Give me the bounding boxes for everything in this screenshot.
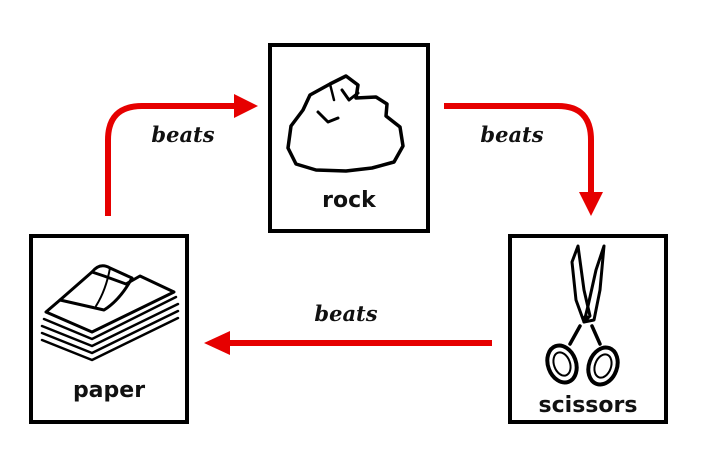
edge-label-paper-beats-rock: beats	[151, 122, 214, 147]
card-label-scissors: scissors	[539, 393, 638, 418]
scissors-icon	[545, 244, 620, 387]
card-rock: rock	[268, 43, 430, 233]
arrow-paper-to-rock	[105, 94, 258, 216]
edge-label-rock-beats-scissors: beats	[480, 122, 543, 147]
card-label-rock: rock	[322, 188, 377, 213]
arrow-rock-to-scissors	[444, 103, 603, 216]
rock-icon	[286, 74, 405, 173]
card-paper: paper	[29, 234, 189, 424]
paper-stack-icon	[40, 264, 180, 362]
card-scissors: scissors	[508, 234, 668, 424]
edge-label-scissors-beats-paper: beats	[314, 301, 377, 326]
card-label-paper: paper	[73, 378, 145, 403]
arrow-scissors-to-paper	[204, 331, 492, 355]
